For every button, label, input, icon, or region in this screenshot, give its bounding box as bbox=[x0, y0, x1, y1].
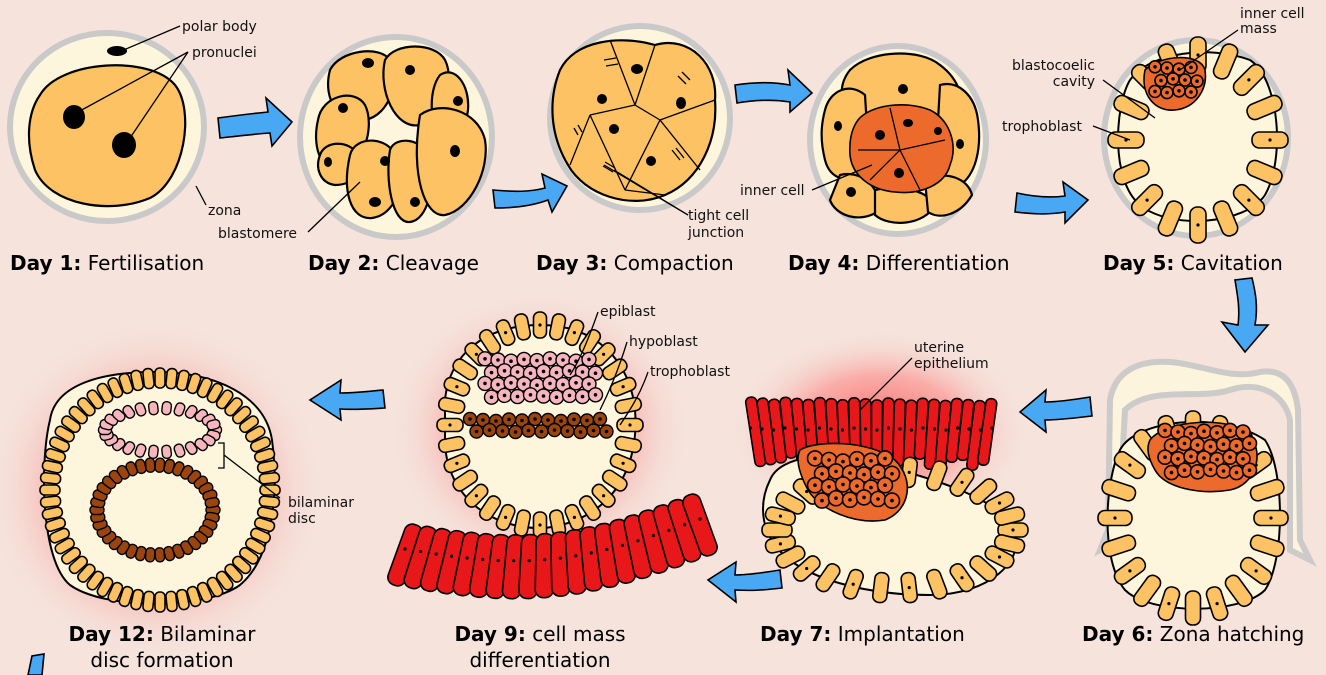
trophoblast-cell bbox=[40, 472, 61, 484]
arrow-bottom-left bbox=[28, 654, 44, 675]
label-blastomere: blastomere bbox=[218, 226, 297, 242]
label-blastocoelic: blastocoelic bbox=[1012, 58, 1095, 74]
label-zona: zona bbox=[208, 203, 241, 219]
caption-day12: Day 12: Bilaminar bbox=[69, 622, 257, 646]
trophoblast-cell bbox=[1186, 591, 1201, 625]
trophoblast-cell bbox=[155, 368, 165, 388]
hypoblast-cell bbox=[155, 547, 165, 562]
trophoblast-cell bbox=[165, 368, 177, 389]
label-disc: disc bbox=[288, 511, 316, 527]
day2-cleavage bbox=[300, 37, 492, 237]
label-epithelium: epithelium bbox=[914, 356, 989, 372]
arrow-day4-to-day5 bbox=[1015, 182, 1088, 223]
caption-day12-line2: disc formation bbox=[90, 648, 233, 672]
caption-day9: Day 9: cell mass bbox=[454, 622, 625, 646]
epiblast-cell bbox=[148, 401, 158, 415]
caption-day9-line2: differentiation bbox=[469, 648, 610, 672]
day9-hypoblast bbox=[464, 413, 614, 439]
arrow-day6-to-day7 bbox=[1020, 390, 1092, 432]
hypoblast-cell bbox=[155, 458, 165, 473]
trophoblast-cell bbox=[155, 592, 165, 612]
day12-bilaminar-disc bbox=[0, 320, 325, 660]
day7-inner-cell-mass bbox=[808, 451, 900, 508]
hypoblast-cell bbox=[145, 547, 155, 562]
trophoblast-cell bbox=[40, 496, 61, 508]
label-inner-cell: inner cell bbox=[740, 183, 805, 199]
trophoblast-cell bbox=[142, 368, 154, 389]
hypoblast-cell bbox=[145, 458, 155, 473]
trophoblast-cell bbox=[40, 485, 60, 495]
arrow-day9-to-day12 bbox=[310, 380, 385, 420]
caption-day7: Day 7: Implantation bbox=[760, 622, 965, 646]
arrow-day1-to-day2 bbox=[218, 98, 292, 146]
caption-day6: Day 6: Zona hatching bbox=[1082, 622, 1304, 646]
day6-inner-cell-mass bbox=[1158, 423, 1257, 479]
label-inner-cell-mass: inner cell bbox=[1240, 6, 1305, 22]
day4-differentiation bbox=[810, 46, 986, 234]
caption-day4: Day 4: Differentiation bbox=[788, 251, 1010, 275]
label-cavity: cavity bbox=[1053, 74, 1095, 90]
arrow-day5-to-day6 bbox=[1222, 278, 1268, 352]
day6-zona-hatching bbox=[1098, 362, 1310, 625]
caption-day1: Day 1: Fertilisation bbox=[10, 251, 204, 275]
label-polar-body: polar body bbox=[182, 19, 257, 35]
epiblast-cell bbox=[161, 445, 171, 459]
epiblast-cell bbox=[148, 445, 158, 459]
hypoblast-cell bbox=[205, 497, 220, 508]
trophoblast-cell bbox=[259, 496, 280, 508]
label-trophoblast-d9: trophoblast bbox=[650, 364, 730, 380]
arrow-day2-to-day3 bbox=[493, 174, 567, 212]
day5-inner-cell-mass bbox=[1149, 61, 1203, 99]
caption-day2: Day 2: Cleavage bbox=[308, 251, 479, 275]
epiblast-cell bbox=[161, 401, 171, 415]
label-junction: junction bbox=[687, 225, 744, 241]
caption-day3: Day 3: Compaction bbox=[536, 251, 734, 275]
caption-day5: Day 5: Cavitation bbox=[1103, 251, 1283, 275]
label-trophoblast-d5: trophoblast bbox=[1002, 119, 1082, 135]
trophoblast-cell bbox=[872, 572, 890, 603]
trophoblast-cell bbox=[142, 591, 154, 612]
arrow-day3-to-day4 bbox=[735, 70, 812, 112]
trophoblast-cell bbox=[259, 472, 280, 484]
label-tight-cell: tight cell bbox=[688, 208, 749, 224]
label-pronuclei: pronuclei bbox=[192, 45, 257, 61]
day5-cavitation bbox=[1093, 30, 1288, 243]
arrow-day7-to-day9 bbox=[708, 562, 782, 602]
trophoblast-cell bbox=[165, 591, 177, 612]
label-hypoblast: hypoblast bbox=[629, 334, 698, 350]
label-bilaminar: bilaminar bbox=[288, 495, 354, 511]
label-epiblast: epiblast bbox=[600, 304, 656, 320]
label-uterine: uterine bbox=[914, 340, 964, 356]
day3-compaction bbox=[550, 26, 730, 215]
day1-zygote bbox=[10, 26, 206, 221]
day9-epiblast bbox=[478, 352, 603, 404]
label-mass: mass bbox=[1240, 21, 1277, 37]
